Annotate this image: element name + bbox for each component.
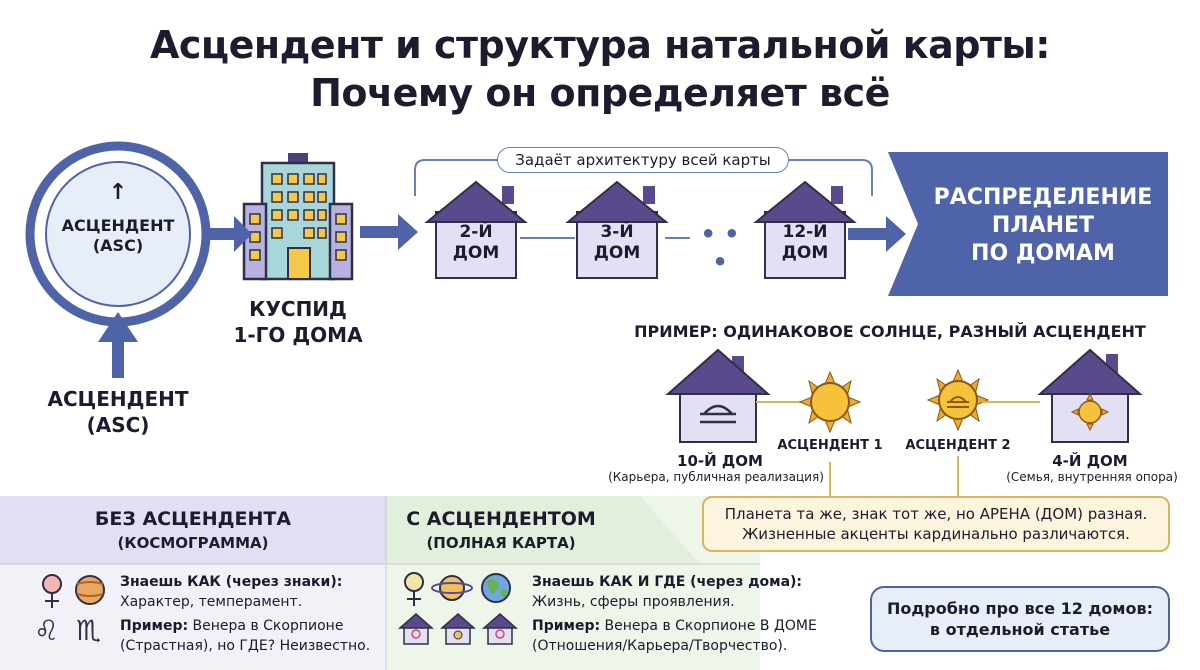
house-12-icon bbox=[753, 180, 857, 279]
panel-with-subtitle: (ПОЛНАЯ КАРТА) bbox=[426, 534, 576, 552]
arrow-to-distribution bbox=[848, 216, 906, 252]
panel-without-example-text-1: Венера в Скорпионе bbox=[188, 618, 344, 634]
panel-without-title: БЕЗ АСЦЕНДЕНТА bbox=[94, 508, 292, 530]
link-box-line-1: Подробно про все 12 домов: bbox=[887, 599, 1153, 618]
house-12-label-line-2: ДОМ bbox=[781, 243, 829, 263]
house-3-label-line-1: 3-Й bbox=[600, 222, 634, 242]
page-title-line-2: Почему он определяет всё bbox=[310, 71, 890, 115]
panel-without-subtitle: (КОСМОГРАММА) bbox=[117, 534, 269, 552]
distribution-line-2: ПЛАНЕТ bbox=[991, 213, 1095, 238]
panel-without-know-text: Характер, темперамент. bbox=[120, 594, 303, 610]
house-12-label-line-1: 12-Й bbox=[782, 222, 828, 242]
panel-with-example: Пример: Венера в Скорпионе В ДОМЕ bbox=[532, 618, 817, 634]
house-2-icon bbox=[424, 180, 528, 279]
arrow-cusp-to-houses bbox=[360, 214, 418, 250]
venus-icon-left bbox=[42, 574, 62, 608]
house-3-label-line-2: ДОМ bbox=[593, 243, 641, 263]
more-info-link-box[interactable]: Подробно про все 12 домов: в отдельной с… bbox=[870, 586, 1170, 652]
cusp-label-line-2: 1-ГО ДОМА bbox=[233, 323, 363, 347]
leo-icon: ♌ bbox=[34, 614, 60, 647]
ascendant-label-line-2: (ASC) bbox=[86, 413, 150, 437]
scorpio-icon: ♏ bbox=[76, 614, 102, 647]
house-2-label-line-2: ДОМ bbox=[452, 243, 500, 263]
example-house-4-name: 4-Й ДОМ bbox=[1052, 452, 1128, 470]
example-asc-2: АСЦЕНДЕНТ 2 bbox=[905, 438, 1011, 453]
small-house-icon-3 bbox=[482, 613, 518, 645]
distribution-line-3: ПО ДОМАМ bbox=[971, 241, 1115, 266]
saturn-icon-right bbox=[431, 575, 473, 601]
house-3-icon bbox=[565, 180, 669, 279]
ascendant-circle bbox=[25, 141, 211, 327]
house-10-example-icon bbox=[665, 348, 771, 443]
example-note-line-1: Планета та же, знак тот же, но АРЕНА (ДО… bbox=[724, 505, 1148, 523]
sun-icon-1 bbox=[798, 370, 862, 434]
example-note-line-2: Жизненные акценты кардинально различаютс… bbox=[742, 525, 1130, 543]
panel-with-know-label: Знаешь КАК И ГДЕ (через дома): bbox=[532, 574, 803, 590]
panel-with-example-label: Пример: bbox=[532, 618, 601, 634]
planet-icon-left bbox=[75, 575, 105, 605]
panel-without-example-label: Пример: bbox=[120, 618, 189, 634]
venus-icon-right bbox=[404, 572, 424, 606]
ellipsis-dots: • • • bbox=[700, 220, 740, 276]
small-house-icon-1 bbox=[398, 613, 434, 645]
page-title-line-1: Асцендент и структура натальной карты: bbox=[150, 23, 1051, 67]
link-box-line-2: в отдельной статье bbox=[929, 620, 1111, 639]
panel-with-title: С АСЦЕНДЕНТОМ bbox=[406, 508, 596, 530]
example-house-4-desc: (Семья, внутренняя опора) bbox=[1006, 470, 1178, 484]
panel-with-example-text-1: Венера в Скорпионе В ДОМЕ bbox=[600, 618, 817, 634]
bracket-label: Задаёт архитектуру всей карты bbox=[497, 147, 789, 173]
house-2-label-line-1: 2-Й bbox=[459, 222, 493, 242]
example-asc-1: АСЦЕНДЕНТ 1 bbox=[777, 438, 883, 453]
panel-without-example: Пример: Венера в Скорпионе bbox=[120, 618, 343, 634]
circle-arrow-icon: ↑ bbox=[108, 180, 128, 205]
panel-with-example-text-2: (Отношения/Карьера/Творчество). bbox=[532, 638, 788, 654]
distribution-box-shape bbox=[888, 152, 1168, 296]
circle-label-line-2: (ASC) bbox=[92, 236, 144, 255]
panel-with-know-text: Жизнь, сферы проявления. bbox=[532, 594, 735, 610]
ascendant-label-line-1: АСЦЕНДЕНТ bbox=[47, 387, 189, 411]
arrow-asc-to-cusp bbox=[204, 216, 252, 252]
distribution-line-1: РАСПРЕДЕЛЕНИЕ bbox=[933, 185, 1153, 210]
example-house-10-name: 10-Й ДОМ bbox=[677, 452, 763, 470]
panel-without-example-text-2: (Страстная), но ГДЕ? Неизвестно. bbox=[120, 638, 371, 654]
house-4-example-icon bbox=[1037, 348, 1143, 443]
circle-label-line-1: АСЦЕНДЕНТ bbox=[61, 216, 175, 235]
panel-without-know-label: Знаешь КАК (через знаки): bbox=[120, 574, 343, 590]
sun-libra-icon-2 bbox=[926, 368, 990, 432]
example-house-10-desc: (Карьера, публичная реализация) bbox=[608, 470, 824, 484]
earth-icon-right bbox=[481, 573, 511, 603]
cusp-label-line-1: КУСПИД bbox=[249, 297, 347, 321]
small-house-icon-2 bbox=[440, 613, 476, 645]
example-title: ПРИМЕР: ОДИНАКОВОЕ СОЛНЦЕ, РАЗНЫЙ АСЦЕНД… bbox=[634, 322, 1146, 341]
ascendant-up-arrow bbox=[98, 312, 138, 378]
building-icon bbox=[242, 153, 354, 281]
example-note-box: Планета та же, знак тот же, но АРЕНА (ДО… bbox=[702, 496, 1170, 552]
